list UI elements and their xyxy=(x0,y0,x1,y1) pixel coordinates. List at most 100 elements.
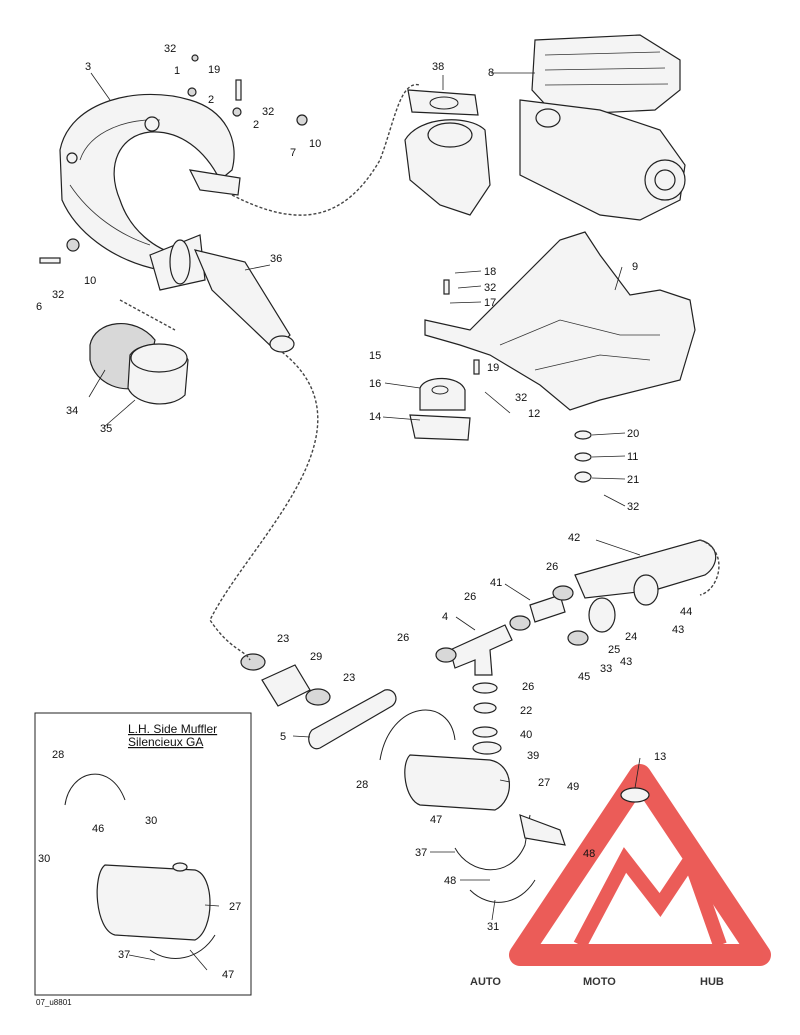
callout-32: 32 xyxy=(262,106,274,118)
callout-37: 37 xyxy=(415,847,427,859)
callout-1: 1 xyxy=(174,65,180,77)
logo-triangle xyxy=(509,764,771,966)
callout-32: 32 xyxy=(627,501,639,513)
callout-labels: 32 1 2 19 32 2 3 7 10 38 8 36 10 6 32 9 … xyxy=(36,43,692,981)
callout-46: 46 xyxy=(92,823,104,835)
callout-25: 25 xyxy=(608,644,620,656)
inset-frame xyxy=(34,712,252,996)
logo-text-hub: HUB xyxy=(700,976,724,988)
callout-3: 3 xyxy=(85,61,91,73)
callout-8: 8 xyxy=(488,67,494,79)
callout-2: 2 xyxy=(208,94,214,106)
callout-34: 34 xyxy=(66,405,78,417)
callout-26: 26 xyxy=(546,561,558,573)
callout-23: 23 xyxy=(277,633,289,645)
callout-28: 28 xyxy=(52,749,64,761)
callout-2: 2 xyxy=(253,119,259,131)
callout-48: 48 xyxy=(583,848,595,860)
callout-24: 24 xyxy=(625,631,637,643)
callout-32: 32 xyxy=(52,289,64,301)
callout-47: 47 xyxy=(222,969,234,981)
callout-31: 31 xyxy=(487,921,499,933)
callout-17: 17 xyxy=(484,297,496,309)
logo-inner-m xyxy=(573,844,727,949)
callout-26: 26 xyxy=(464,591,476,603)
hose-29-part xyxy=(261,664,311,707)
callout-5: 5 xyxy=(280,731,286,743)
callout-15: 15 xyxy=(369,350,381,362)
hose-routes xyxy=(119,84,720,661)
callout-19: 19 xyxy=(487,362,499,374)
logo-text-moto: MOTO xyxy=(583,976,616,988)
callout-30: 30 xyxy=(38,853,50,865)
callout-18: 18 xyxy=(484,266,496,278)
callout-33: 33 xyxy=(600,663,612,675)
callout-27: 27 xyxy=(538,777,550,789)
callout-30: 30 xyxy=(145,815,157,827)
callout-14: 14 xyxy=(369,411,381,423)
callout-44: 44 xyxy=(680,606,692,618)
callout-42: 42 xyxy=(568,532,580,544)
logo-text-auto: AUTO xyxy=(470,976,501,988)
callout-32: 32 xyxy=(164,43,176,55)
callout-43: 43 xyxy=(620,656,632,668)
leader-lines xyxy=(88,72,641,971)
washers-part xyxy=(574,430,592,483)
callout-7: 7 xyxy=(290,147,296,159)
callout-4: 4 xyxy=(442,611,448,623)
callout-20: 20 xyxy=(627,428,639,440)
callout-38: 38 xyxy=(432,61,444,73)
engine-mount-part xyxy=(409,377,471,441)
callout-28: 28 xyxy=(356,779,368,791)
callout-41: 41 xyxy=(490,577,502,589)
pipe-5-part xyxy=(308,689,397,750)
image-code: 07_u8801 xyxy=(36,998,72,1007)
callout-12: 12 xyxy=(528,408,540,420)
callout-9: 9 xyxy=(632,261,638,273)
fasteners-part xyxy=(39,54,480,375)
callout-26: 26 xyxy=(397,632,409,644)
callout-23: 23 xyxy=(343,672,355,684)
callout-45: 45 xyxy=(578,671,590,683)
callout-35: 35 xyxy=(100,423,112,435)
rings-part xyxy=(472,682,498,738)
callout-27: 27 xyxy=(229,901,241,913)
callout-6: 6 xyxy=(36,301,42,313)
callout-16: 16 xyxy=(369,378,381,390)
inset-title-fr: Silencieux GA xyxy=(128,735,203,749)
clamps-part xyxy=(240,574,659,706)
callout-19: 19 xyxy=(208,64,220,76)
engine-support-part xyxy=(424,231,696,411)
exhaust-pipe-part xyxy=(149,234,295,353)
callout-43: 43 xyxy=(672,624,684,636)
callout-47: 47 xyxy=(430,814,442,826)
callout-32: 32 xyxy=(484,282,496,294)
automotohub-logo: AUTO MOTO HUB xyxy=(470,764,771,988)
tee-fitting-part xyxy=(449,624,513,676)
callout-29: 29 xyxy=(310,651,322,663)
callout-48: 48 xyxy=(444,875,456,887)
muffler-part xyxy=(379,709,510,811)
callout-40: 40 xyxy=(520,729,532,741)
callout-21: 21 xyxy=(627,474,639,486)
exhaust-manifold-part xyxy=(59,93,241,271)
callout-49: 49 xyxy=(567,781,579,793)
callout-26: 26 xyxy=(522,681,534,693)
callout-11: 11 xyxy=(627,451,638,463)
clamp-sleeve-part xyxy=(89,323,189,405)
engine-part xyxy=(519,34,686,221)
callout-36: 36 xyxy=(270,253,282,265)
inset-title-en: L.H. Side Muffler xyxy=(128,722,217,736)
callout-32: 32 xyxy=(515,392,527,404)
clip-13-part xyxy=(620,787,650,803)
callout-22: 22 xyxy=(520,705,532,717)
gasket-part xyxy=(404,89,491,216)
callout-13: 13 xyxy=(654,751,666,763)
inset-muffler-part xyxy=(64,773,216,959)
callout-10: 10 xyxy=(309,138,321,150)
callout-37: 37 xyxy=(118,949,130,961)
callout-10: 10 xyxy=(84,275,96,287)
straps-part xyxy=(454,814,566,903)
callout-39: 39 xyxy=(527,750,539,762)
